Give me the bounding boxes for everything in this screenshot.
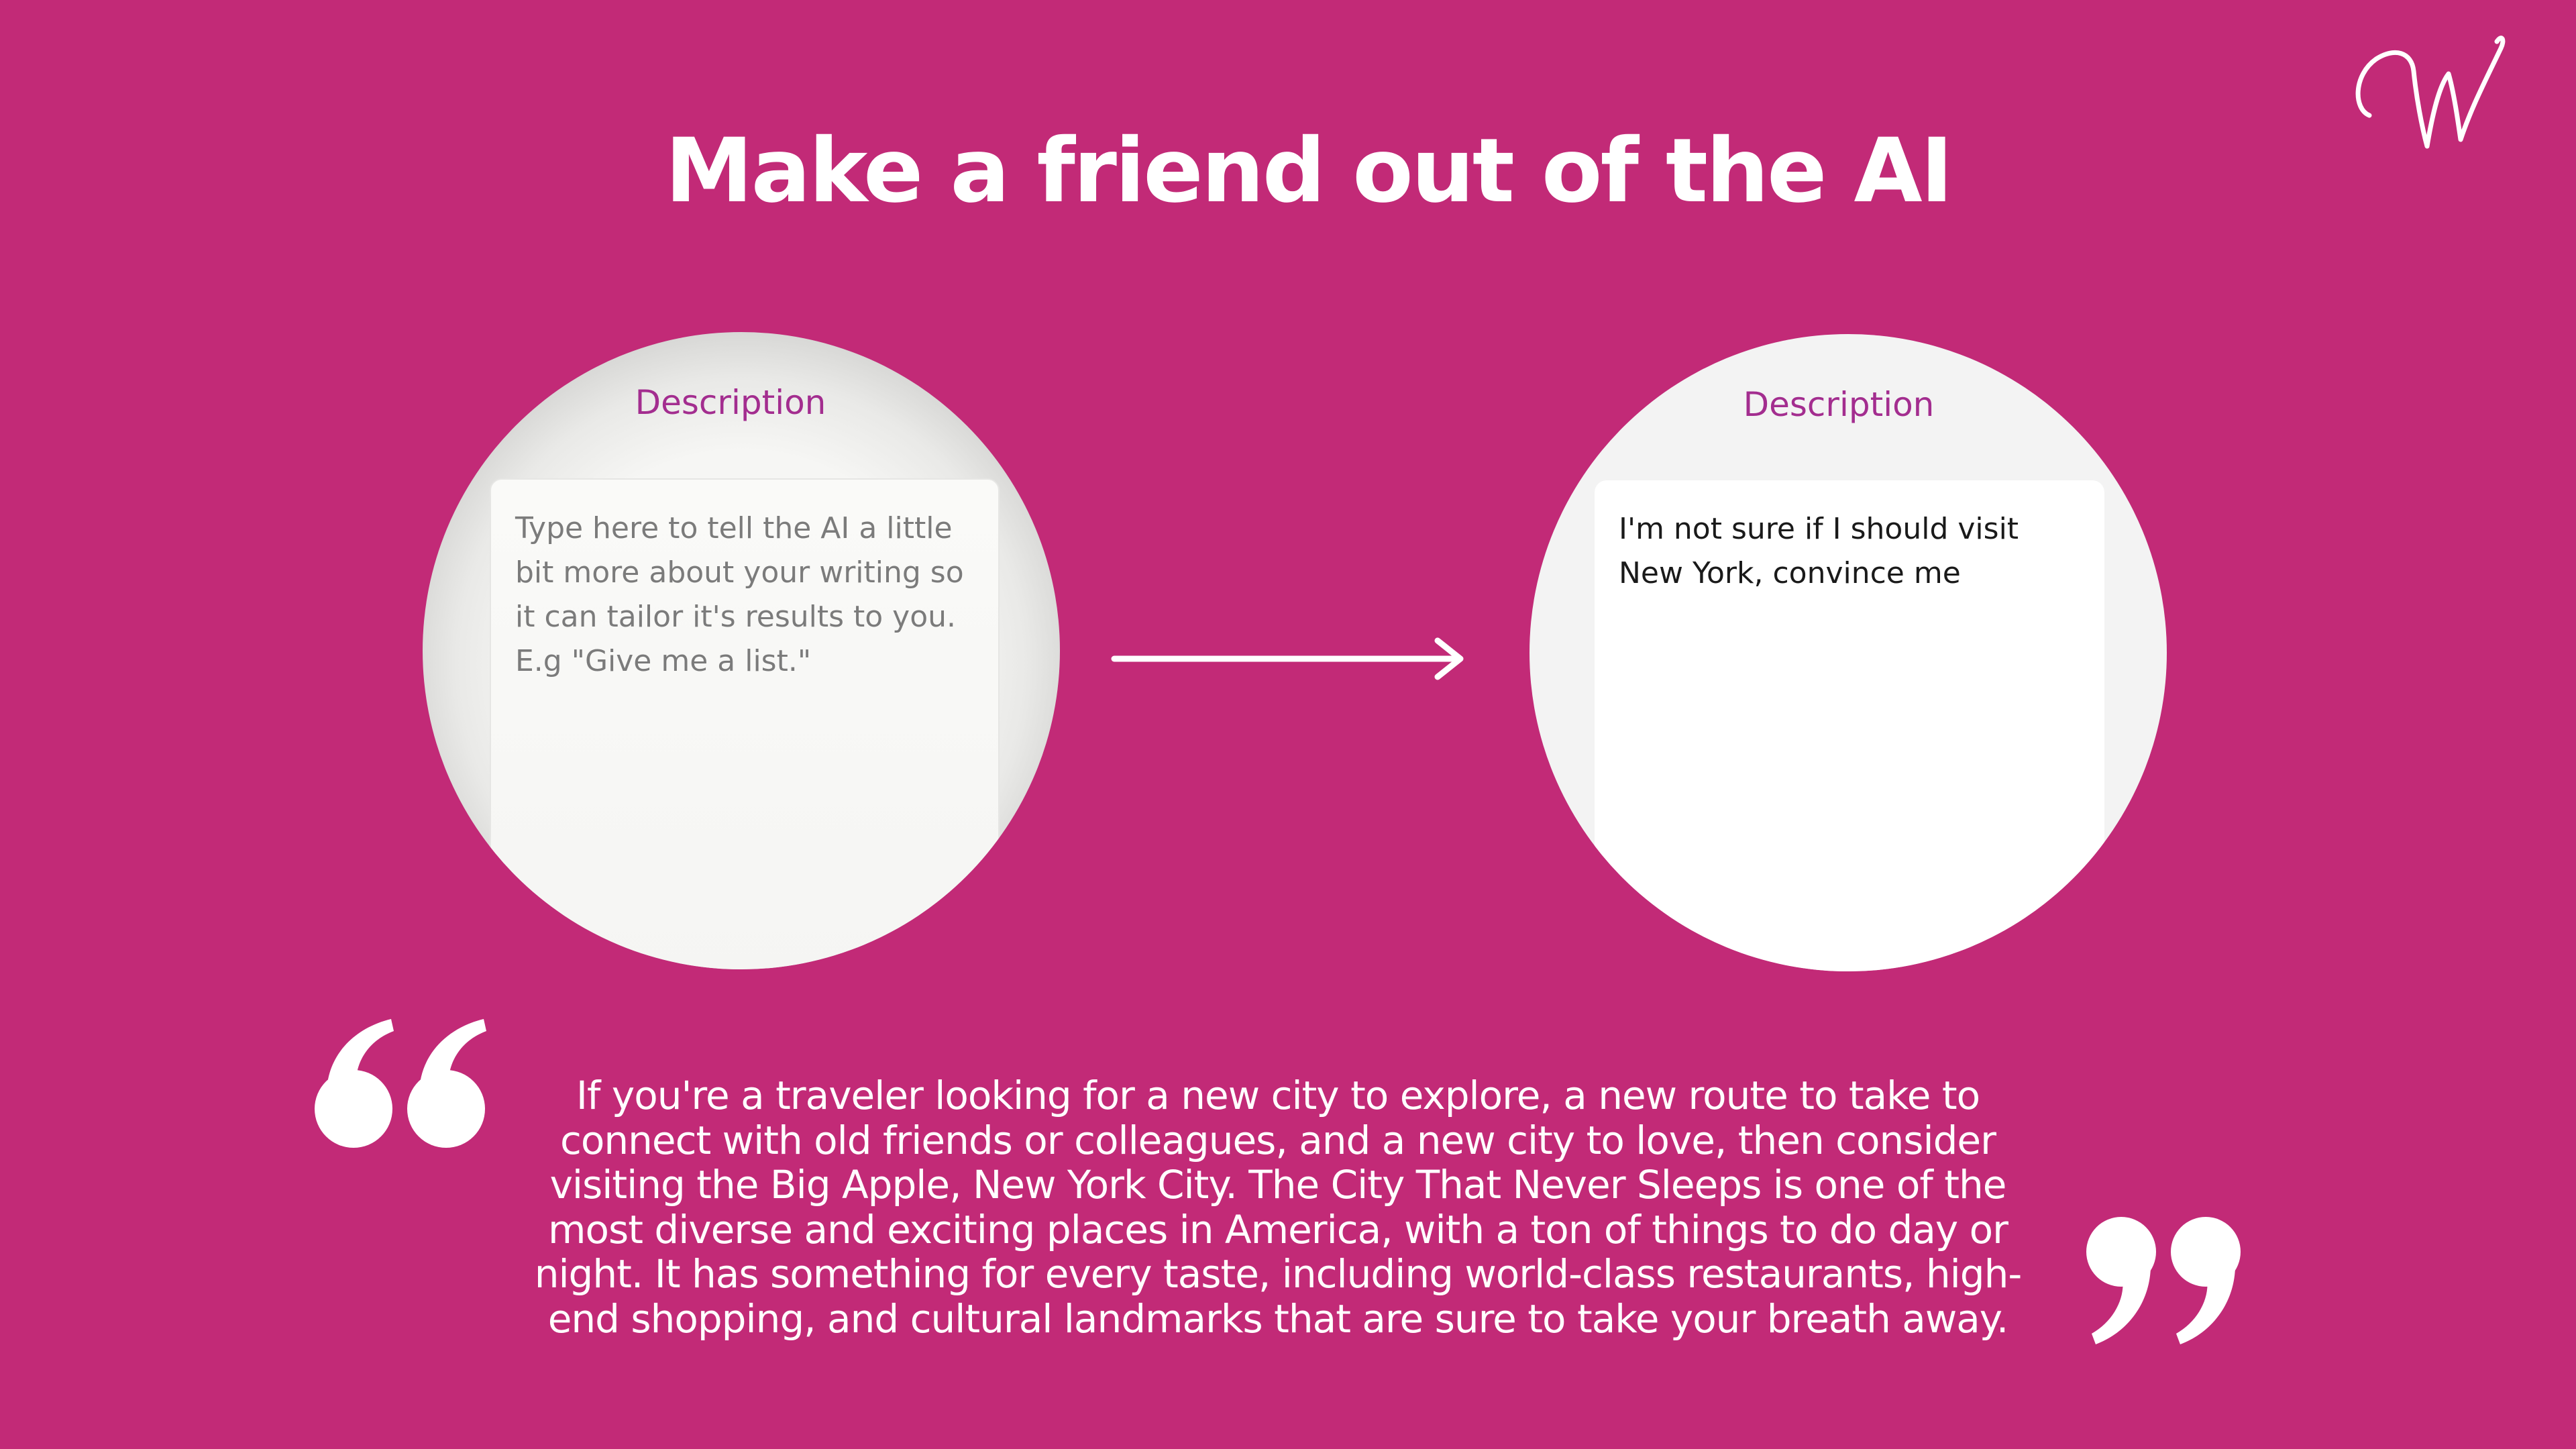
description-before-circle: Description Type here to tell the AI a l… <box>423 332 1060 969</box>
description-after-circle: Description I'm not sure if I should vis… <box>1529 334 2167 971</box>
quote-text: If you're a traveler looking for a new c… <box>510 1073 2046 1341</box>
description-label: Description <box>635 383 826 422</box>
script-w-logo-icon <box>2355 36 2506 149</box>
description-input-filled[interactable]: I'm not sure if I should visit New York,… <box>1595 480 2104 971</box>
open-quote-icon <box>315 1019 486 1148</box>
quote-line: most diverse and exciting places in Amer… <box>548 1206 2008 1252</box>
page-title: Make a friend out of the AI <box>665 119 1953 223</box>
close-quote-icon <box>2086 1217 2241 1344</box>
description-label: Description <box>1743 385 1935 424</box>
right-arrow-icon <box>1111 637 1464 680</box>
description-input-placeholder[interactable]: Type here to tell the AI a little bit mo… <box>490 478 1000 969</box>
quote-line: connect with old friends or colleagues, … <box>560 1117 1996 1163</box>
quote-line: If you're a traveler looking for a new c… <box>576 1073 1980 1118</box>
quote-line: end shopping, and cultural landmarks tha… <box>547 1295 2009 1342</box>
quote-line: visiting the Big Apple, New York City. T… <box>549 1162 2007 1208</box>
quote-line: night. It has something for every taste,… <box>534 1251 2023 1297</box>
